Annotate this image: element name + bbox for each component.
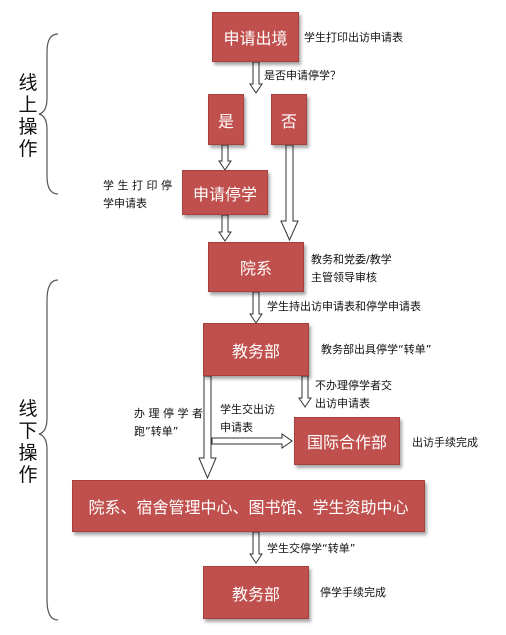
arrow-apply-to-choice [249,61,263,94]
arrow-services-to-affairs [249,531,263,564]
note-dept-review: 教务和党委/教学 主管领导审核 [311,251,392,287]
phase-online-char: 线 [18,72,38,94]
arrow-services-to-intl [211,433,293,449]
node-services: 院系、宿舍管理中心、图书馆、学生资助中心 [72,480,425,532]
phase-offline-char: 下 [18,420,38,442]
note-line: 学生交出访 [220,403,275,416]
arrow-department-to-affairs [249,291,263,324]
node-department: 院系 [208,242,304,292]
node-apply-suspend: 申请停学 [182,170,268,215]
node-no: 否 [271,94,307,145]
phase-online-char: 作 [18,138,38,160]
node-academic-affairs-1: 教务部 [203,323,309,376]
node-yes: 是 [208,94,244,145]
note-ask-suspend: 是否申请停学？ [264,69,341,82]
phase-online-label: 线 上 操 作 [16,72,40,160]
note-hold-forms: 学生持出访申请表和停学申请表 [267,300,421,313]
note-print-suspend-form: 学 生 打 印 停 学申请表 [103,177,172,213]
arrow-affairs-to-intl [298,375,312,408]
arrow-yes-to-suspend [218,144,232,171]
node-academic-affairs-2: 教务部 [203,566,309,619]
note-submit-transfer: 学生交停学“转单” [267,542,356,555]
note-line: 出访申请表 [315,397,370,410]
phase-online-char: 上 [18,94,38,116]
note-not-suspend-submit: 不办理停学者交 出访申请表 [315,377,392,413]
note-print-exit-form: 学生打印出访申请表 [304,31,403,44]
brace-offline [38,279,59,621]
node-intl-office: 国际合作部 [294,417,400,465]
brace-online [38,33,59,195]
phase-online-char: 操 [18,116,38,138]
note-line: 不办理停学者交 [315,379,392,392]
phase-offline-char: 操 [18,442,38,464]
note-suspend-transfer: 办 理 停 学 者 跑”转单” [134,405,203,441]
note-line: 办 理 停 学 者 [134,407,203,420]
phase-offline-char: 作 [18,464,38,486]
arrow-no-to-department [280,144,299,242]
note-issue-transfer: 教务部出具停学“转单” [321,343,432,356]
node-apply-exit: 申请出境 [212,12,299,62]
note-suspend-complete: 停学手续完成 [320,586,386,599]
note-line: 学 生 打 印 停 [103,179,172,192]
arrow-affairs-to-services [198,375,217,480]
note-line: 学申请表 [103,197,147,210]
phase-offline-char: 线 [18,398,38,420]
phase-offline-label: 线 下 操 作 [16,398,40,486]
note-line: 主管领导审核 [311,271,377,284]
note-line: 跑”转单” [134,425,179,438]
note-exit-complete: 出访手续完成 [412,436,478,449]
note-submit-exit-form: 学生交出访 申请表 [220,401,275,437]
arrow-suspend-to-department [218,214,232,242]
note-line: 教务和党委/教学 [311,253,392,266]
note-line: 申请表 [220,421,253,434]
